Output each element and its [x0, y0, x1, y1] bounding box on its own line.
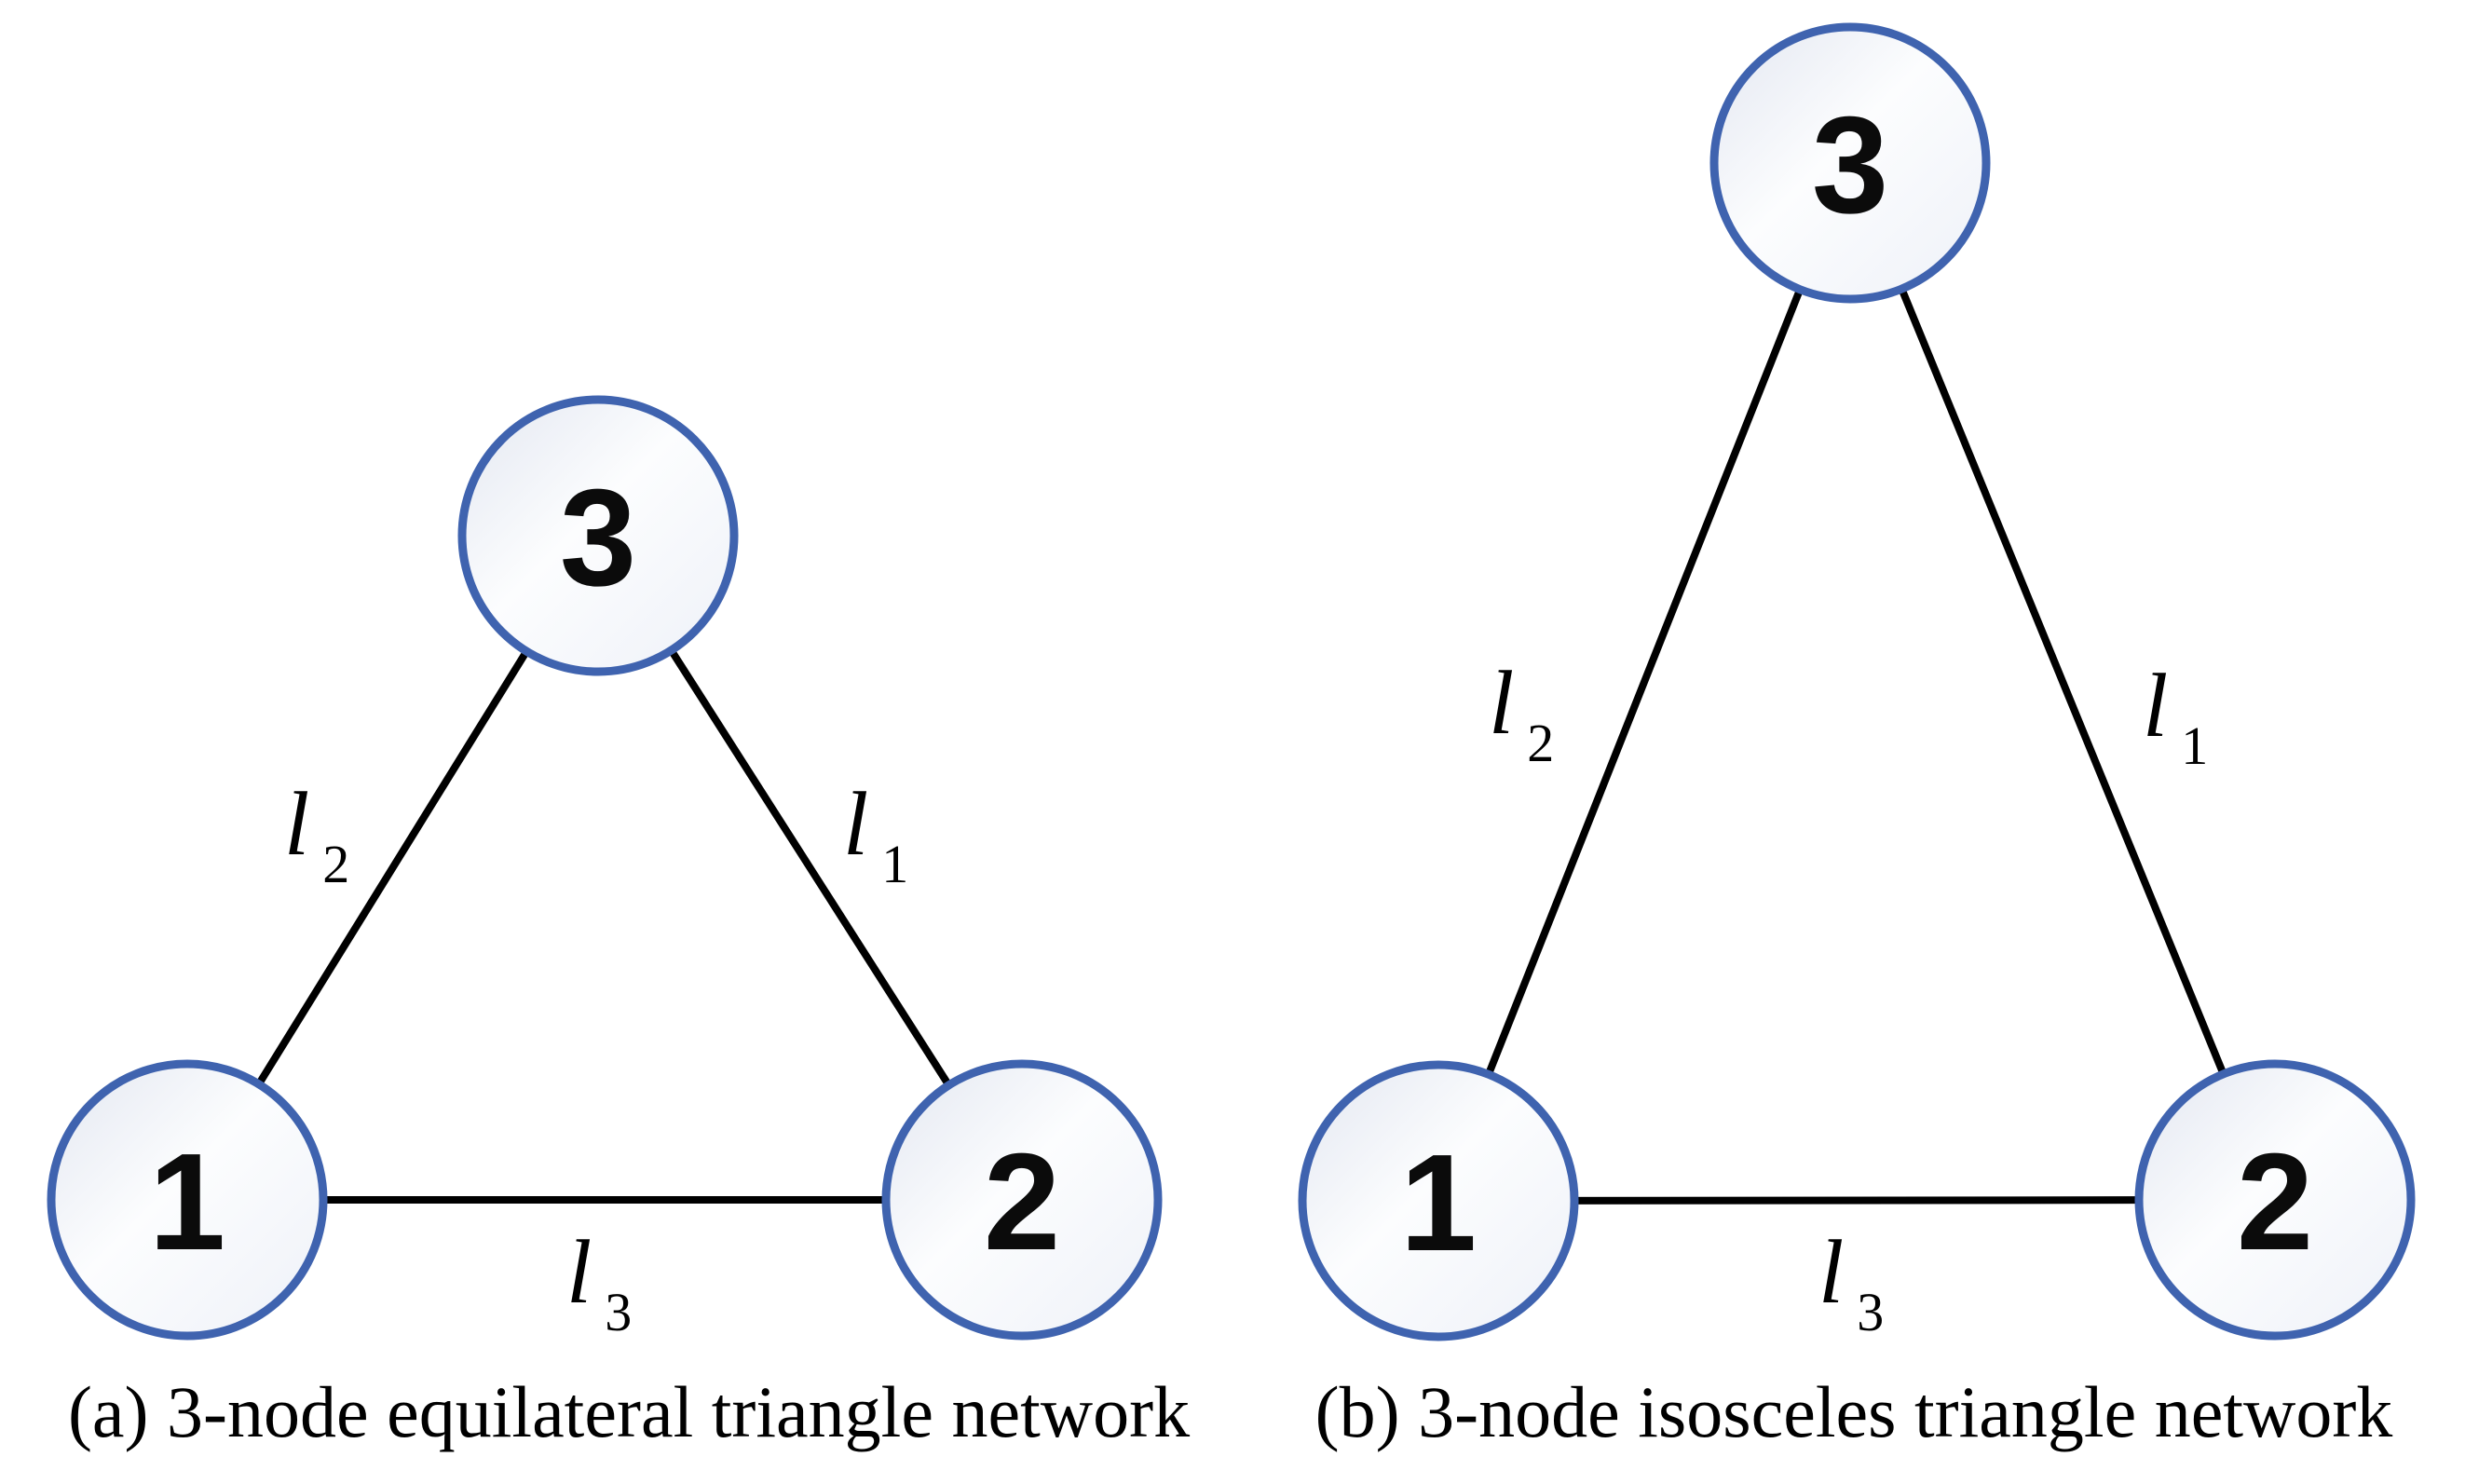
- diagram-b: 3 1 2 l 2 l 1 l 3 (b) 3-node isosceles t…: [1298, 22, 2416, 1452]
- diagram-a-node-3-label: 3: [560, 461, 636, 615]
- diagram-b-node-2-label: 2: [2237, 1125, 2313, 1279]
- diagram-b-node-3-circle: [1709, 22, 1991, 304]
- diagram-b-node-3-label: 3: [1812, 88, 1888, 242]
- diagram-b-node-1-label: 1: [1400, 1126, 1477, 1280]
- diagram-b-node-1-circle: [1298, 1060, 1579, 1341]
- diagram-a-node-1-circle: [47, 1059, 328, 1341]
- diagram-a-node-3-circle: [457, 395, 739, 676]
- diagram-a-edge-label-l1: l 1: [843, 774, 908, 894]
- diagram-b-edge-1-3: [1435, 159, 1854, 1205]
- diagram-b-edge-2-3: [1846, 159, 2279, 1204]
- diagram-b-caption: (b) 3-node isosceles triangle network: [1315, 1371, 2393, 1452]
- diagram-a-node-2-label: 2: [984, 1125, 1060, 1279]
- diagram-b-edge-label-l2: l 2: [1489, 653, 1554, 773]
- diagram-b-node-2-circle: [2134, 1059, 2416, 1341]
- diagram-a-caption: (a) 3-node equilateral triangle network: [68, 1371, 1190, 1452]
- diagram-a-edge-label-l2: l 2: [284, 774, 349, 894]
- diagram-b-edge-label-l1: l 1: [2143, 656, 2208, 776]
- diagram-a-node-2-circle: [881, 1059, 1163, 1341]
- diagram-a-node-1-label: 1: [149, 1125, 225, 1279]
- diagram-a-edge-label-l3: l 3: [566, 1222, 632, 1342]
- diagram-b-edge-label-l3: l 3: [1818, 1222, 1884, 1342]
- diagram-a: 3 1 2 l 2 l 1 l 3 (a) 3-node equilateral…: [47, 395, 1190, 1452]
